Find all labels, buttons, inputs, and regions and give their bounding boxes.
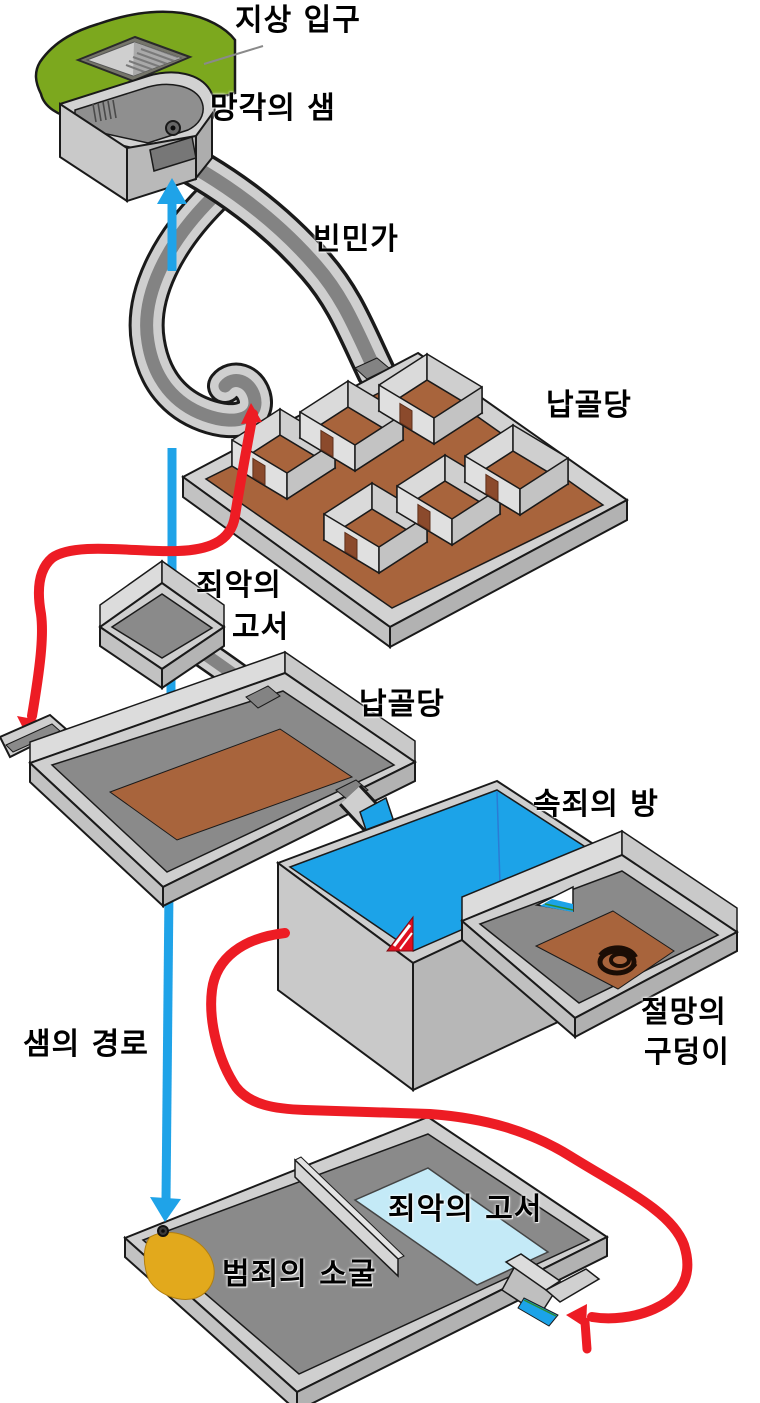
room-despair-pit xyxy=(460,829,739,1040)
ladder-icon xyxy=(92,99,117,123)
room-sin-book-annex xyxy=(98,559,226,690)
label-sin-book-bottom: 죄악의 고서 xyxy=(388,1192,543,1227)
room-crime-den xyxy=(123,1115,609,1403)
label-atonement-room: 속죄의 방 xyxy=(533,787,659,822)
route-red-lower xyxy=(206,928,693,1354)
label-slum: 빈민가 xyxy=(313,222,399,257)
flag-marker-icon xyxy=(385,915,414,952)
house-door-icon xyxy=(417,503,431,532)
house-door-icon xyxy=(485,473,499,502)
label-ground-entrance: 지상 입구 xyxy=(235,3,361,38)
house-door-icon xyxy=(399,402,413,431)
label-ossuary-upper: 납골당 xyxy=(546,388,632,423)
red-arrowhead xyxy=(241,403,262,424)
ossuary-house xyxy=(298,379,405,473)
label-despair-pit-1: 절망의 xyxy=(641,995,727,1030)
pit-hole-icon xyxy=(597,945,638,976)
label-sin-book-mid-2: 고서 xyxy=(232,610,290,645)
spring-route-arrowhead-up xyxy=(157,178,187,204)
corridor-opening xyxy=(245,685,281,709)
red-arrowhead xyxy=(566,1304,587,1328)
terrain-ground xyxy=(34,10,237,120)
room-oblivion-spring xyxy=(59,71,216,203)
house-door-icon xyxy=(252,457,266,486)
corridor-opening xyxy=(149,136,197,172)
label-ossuary-lower: 납골당 xyxy=(359,687,445,722)
corridor-opening xyxy=(354,357,390,380)
yellow-marker-blob xyxy=(143,1232,215,1300)
house-door-icon xyxy=(344,531,358,560)
corridor-slum xyxy=(128,128,396,439)
divider-wall xyxy=(294,1158,399,1278)
ossuary-house xyxy=(377,352,484,446)
ground-entrance-callout-line xyxy=(203,45,264,65)
exit-chute xyxy=(501,1253,601,1327)
label-spring-path: 샘의 경로 xyxy=(23,1027,149,1062)
corridor-opening xyxy=(335,779,369,801)
drain-dot-icon xyxy=(157,1225,169,1237)
pool-sin-book xyxy=(353,1167,550,1286)
ossuary-house xyxy=(463,423,570,517)
spring-route-arrowhead-down xyxy=(150,1197,181,1222)
label-crime-den: 범죄의 소굴 xyxy=(222,1257,377,1292)
pit-entry-wedge xyxy=(534,885,574,912)
house-door-icon xyxy=(320,429,334,458)
label-despair-pit-2: 구덩이 xyxy=(644,1035,730,1070)
label-sin-book-mid-1: 죄악의 xyxy=(196,568,282,603)
well-icon xyxy=(165,120,181,136)
ossuary-houses xyxy=(230,352,570,575)
label-oblivion-spring: 망각의 샘 xyxy=(210,91,336,126)
